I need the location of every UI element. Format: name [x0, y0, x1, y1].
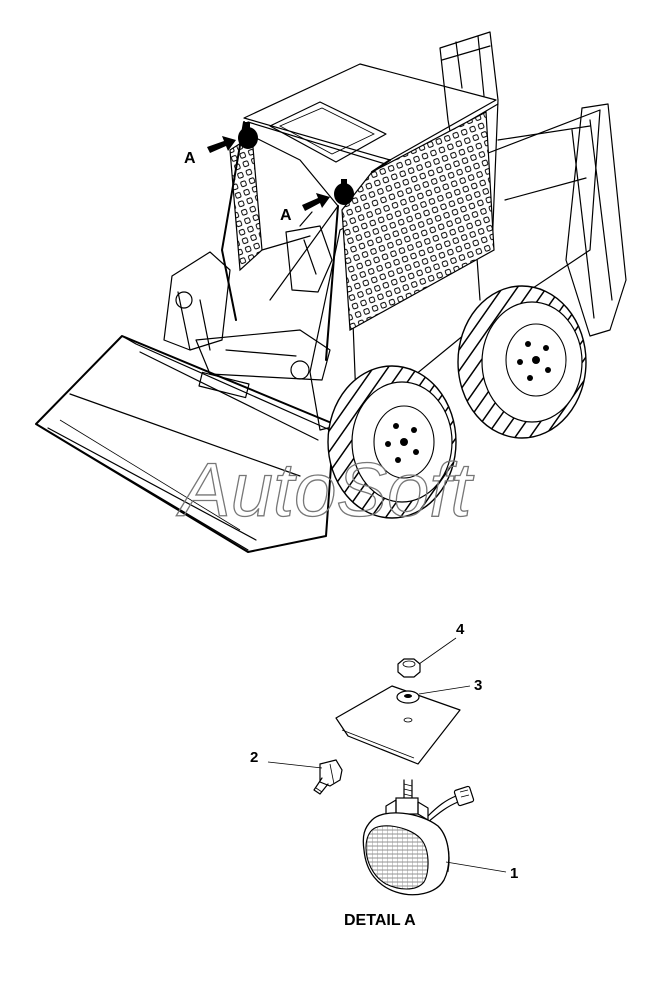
arrow-icon: [302, 193, 330, 211]
cab-roof: [243, 63, 497, 161]
callout-3: 3: [474, 677, 482, 694]
cab-left-mesh: [229, 134, 263, 272]
callout-2: 2: [250, 749, 258, 766]
callout-a-side: A: [280, 207, 292, 224]
work-lamp: [362, 812, 450, 896]
watermark: AutoSoft: [176, 448, 474, 533]
nut: [397, 658, 421, 678]
arrow-icon: [207, 136, 236, 153]
roof-hatch: [269, 101, 387, 163]
operator-seat: [285, 225, 333, 293]
callout-a-front: A: [184, 150, 196, 167]
rear-tire: [457, 285, 587, 439]
lamp-wire-connector: [427, 785, 475, 823]
detail-a-exploded-view: 4 3 2 1 DETAIL A: [250, 621, 518, 929]
bucket: [35, 335, 335, 553]
skid-steer-loader-illustration: A A: [35, 31, 627, 553]
callout-1: 1: [510, 865, 518, 882]
mounting-bracket: [335, 685, 461, 765]
work-lamp-front: [238, 122, 258, 149]
washer: [396, 690, 420, 704]
left-loader-arm: [163, 251, 231, 351]
front-tire: [327, 365, 457, 519]
callout-4: 4: [456, 621, 465, 638]
detail-caption: DETAIL A: [344, 912, 416, 929]
work-lamp-side: [334, 179, 354, 205]
right-loader-arm: [565, 103, 627, 337]
elbow-fitting: [313, 759, 343, 795]
